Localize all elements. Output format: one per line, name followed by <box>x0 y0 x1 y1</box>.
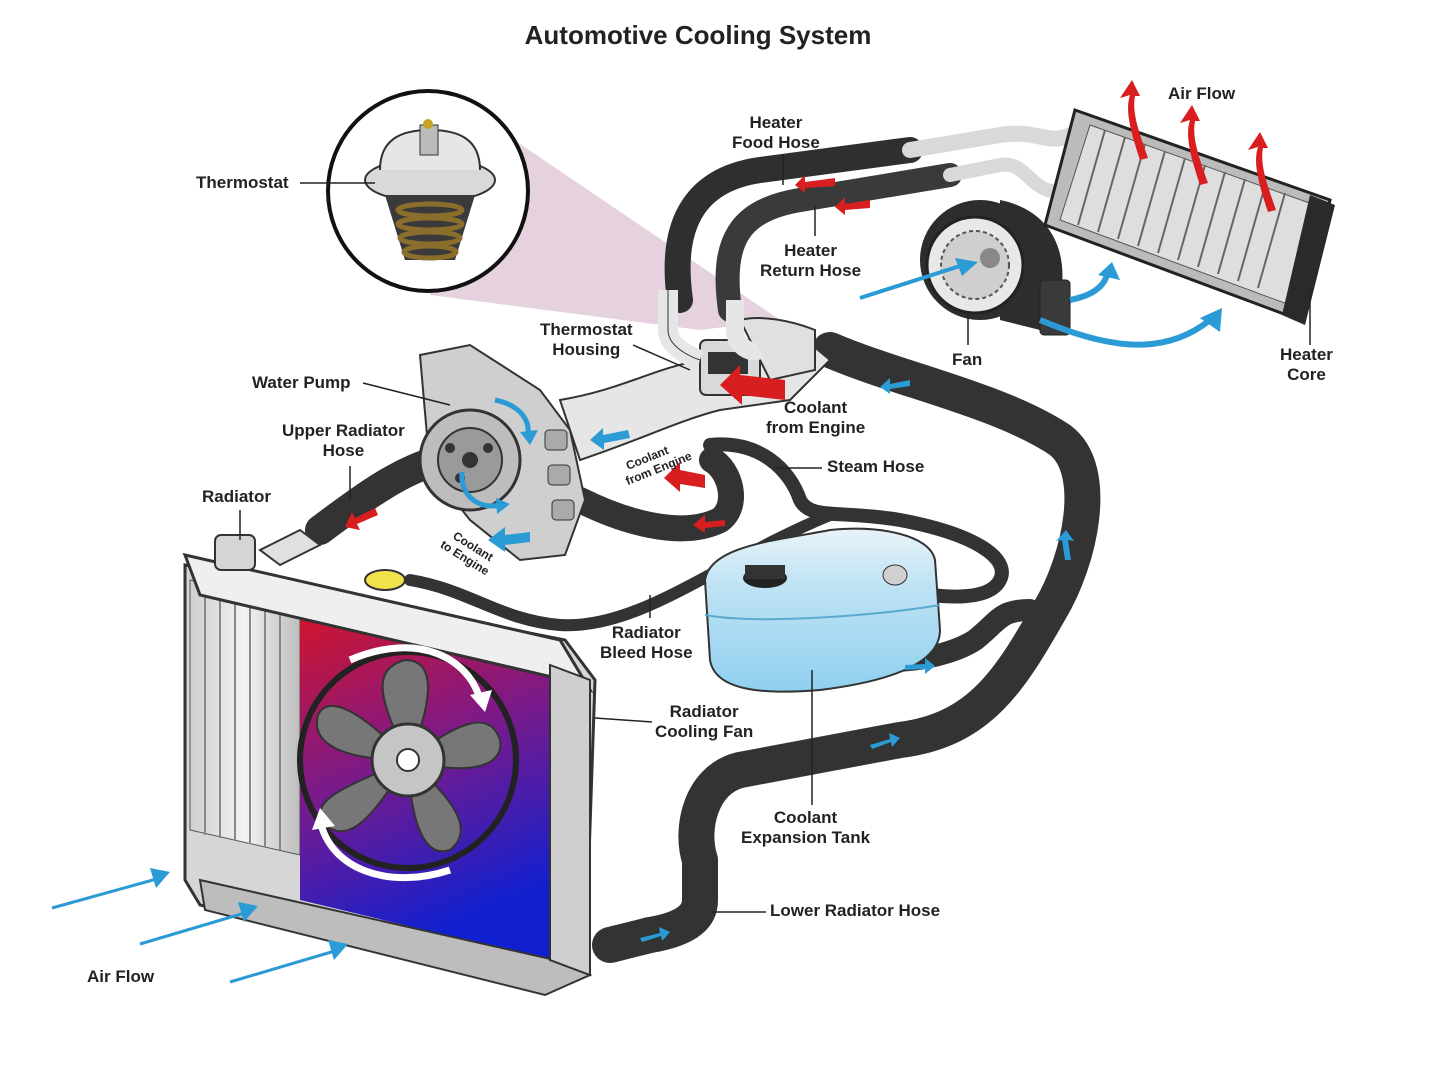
air-flow-arrow-2 <box>139 910 249 946</box>
cold-flow-arrows <box>488 378 1074 942</box>
heater-metal-tube-1 <box>902 122 1088 158</box>
hot-air-arrow-3 <box>1248 132 1276 212</box>
heater-metal-tube-2 <box>943 157 1077 199</box>
cold-arrow-lower <box>640 927 670 942</box>
cold-arrow-pump-pipe <box>590 428 630 450</box>
hot-arrow-heater-return <box>835 197 870 215</box>
cold-arrow-main-1 <box>880 378 910 394</box>
hot-air-arrow-2 <box>1180 105 1208 185</box>
label-air-flow-bottom: Air Flow <box>87 967 155 986</box>
hot-arrow-upper-hose <box>345 508 378 530</box>
water-pump-art <box>418 343 587 562</box>
label-radiator: Radiator <box>202 487 271 506</box>
hot-air-arrow-1 <box>1120 80 1148 160</box>
air-flow-arrow-1 <box>51 876 161 910</box>
heater-food-hose <box>664 137 923 313</box>
cold-arrow-to-engine <box>488 527 530 552</box>
blower-intake-arrow <box>859 264 961 300</box>
heater-return-hose <box>715 163 962 322</box>
label-thermostat: Thermostat <box>196 173 289 192</box>
blower-out-arrow-2 <box>1038 317 1212 348</box>
label-air-flow-top: Air Flow <box>1168 84 1236 103</box>
air-flow-arrow-3 <box>229 948 339 984</box>
blower-fan-art <box>920 200 1071 336</box>
label-fan: Fan <box>952 350 983 369</box>
hot-arrow-heater-food <box>795 175 835 193</box>
steam-hose-line <box>703 437 1009 604</box>
diagram-title: Automotive Cooling System <box>524 20 872 50</box>
hot-flow-arrows <box>345 80 1276 533</box>
heater-core-art <box>1043 108 1335 325</box>
hot-arrow-bypass <box>693 515 725 533</box>
blower-out-arrow-1 <box>1069 271 1111 303</box>
cold-arrow-main-2 <box>1056 530 1074 560</box>
radiator-art <box>182 528 597 997</box>
cold-arrow-main-3 <box>870 733 900 749</box>
leader-lines <box>239 155 1311 913</box>
lower-radiator-hose <box>592 332 1101 963</box>
label-lower-radiator-hose: Lower Radiator Hose <box>770 901 941 920</box>
cold-arrow-tank-out <box>905 658 935 674</box>
expansion-tank-art <box>703 527 942 693</box>
thermostat-zoom-art <box>326 89 530 293</box>
hot-arrow-thermostat <box>720 365 785 405</box>
hot-arrow-from-engine <box>664 462 705 492</box>
pump-swirl-arrow-2 <box>459 471 501 509</box>
label-water-pump: Water Pump <box>252 373 351 392</box>
label-steam-hose: Steam Hose <box>827 457 925 476</box>
